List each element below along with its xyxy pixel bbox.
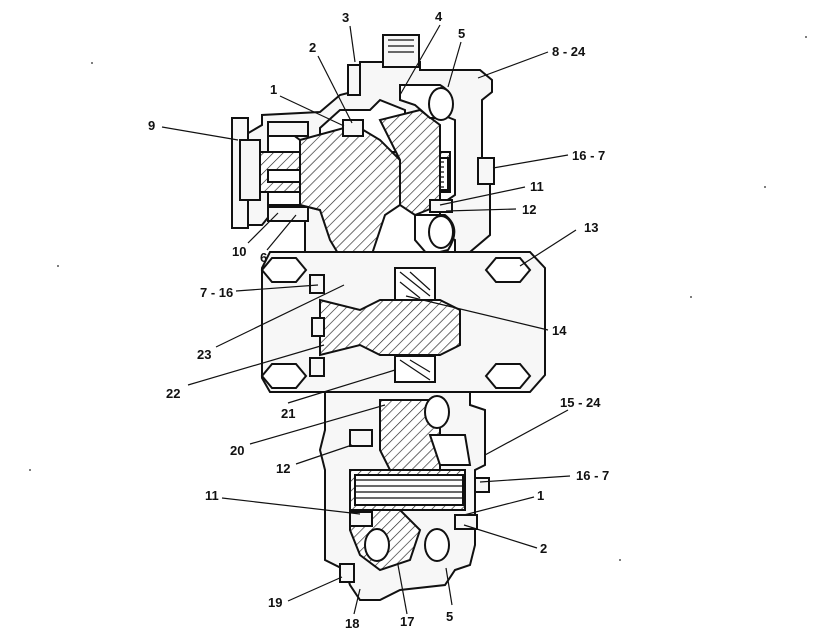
callout-16-7-upper: 16 - 7	[572, 148, 605, 163]
callout-15-24: 15 - 24	[560, 395, 601, 410]
callout-3: 3	[342, 10, 349, 25]
callout-5-lower: 5	[446, 609, 453, 624]
callout-22: 22	[166, 386, 180, 401]
callout-4: 4	[435, 9, 443, 24]
callout-8-24: 8 - 24	[552, 44, 586, 59]
callout-21: 21	[281, 406, 295, 421]
callout-12-lower: 12	[276, 461, 290, 476]
housing-drawing	[231, 34, 546, 601]
callout-2-upper: 2	[309, 40, 316, 55]
callout-10: 10	[232, 244, 246, 259]
callout-17: 17	[400, 614, 414, 629]
callout-6: 6	[260, 250, 267, 265]
callout-11-lower: 11	[205, 488, 219, 503]
callout-13: 13	[584, 220, 598, 235]
callout-12-upper: 12	[522, 202, 536, 217]
leader-lines	[161, 24, 577, 615]
scan-specks	[29, 36, 807, 561]
callout-11-upper: 11	[530, 179, 544, 194]
callout-14: 14	[552, 323, 567, 338]
callout-9: 9	[148, 118, 155, 133]
callout-labels: 3 4 2 5 8 - 24 1 9 16 - 7 11 12 10 6 13 …	[148, 9, 609, 631]
callout-2-lower: 2	[540, 541, 547, 556]
callout-1-lower: 1	[537, 488, 544, 503]
callout-20: 20	[230, 443, 244, 458]
callout-5-upper: 5	[458, 26, 465, 41]
callout-1-upper: 1	[270, 82, 277, 97]
callout-7-16: 7 - 16	[200, 285, 233, 300]
callout-23: 23	[197, 347, 211, 362]
callout-18: 18	[345, 616, 359, 631]
callout-16-7-lower: 16 - 7	[576, 468, 609, 483]
callout-19: 19	[268, 595, 282, 610]
